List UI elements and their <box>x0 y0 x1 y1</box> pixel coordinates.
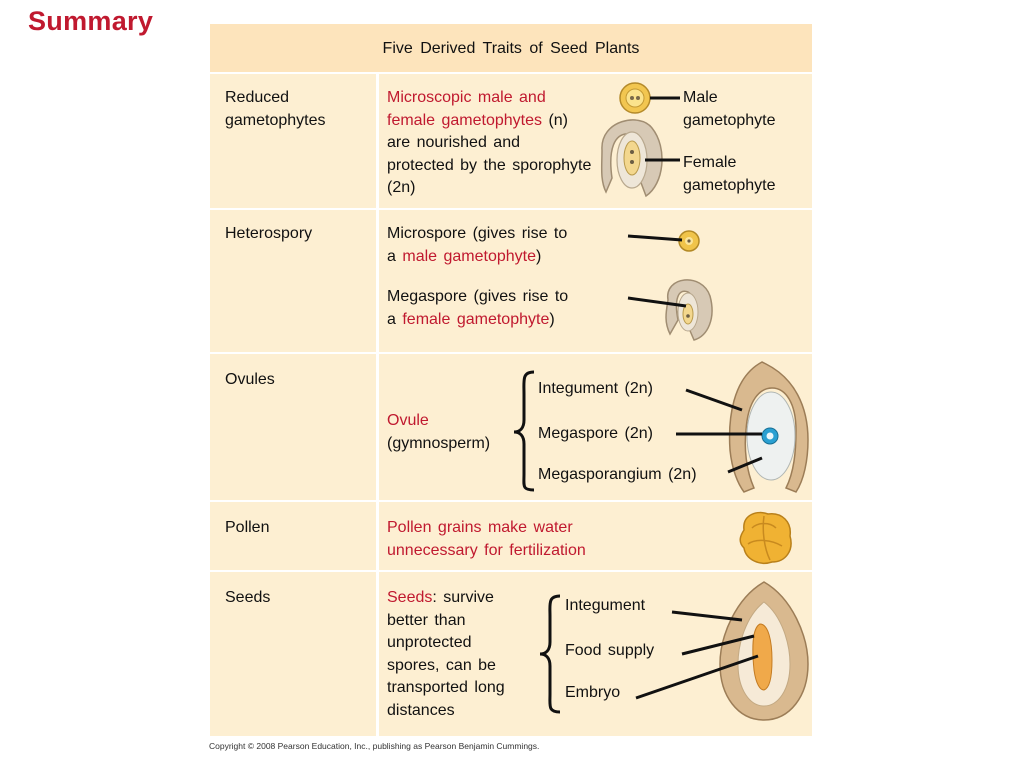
trait-description: Microscopic male and female gametophytes… <box>387 87 593 200</box>
trait-label: Ovules <box>225 371 275 388</box>
trait-description: Seeds: survive better than unprotected s… <box>387 589 505 719</box>
integument-2n-label: Integument (2n) <box>538 380 653 397</box>
male-gametophyte-label: Male gametophyte <box>683 89 776 129</box>
trait-description: Pollen grains make water unnecessary for… <box>387 519 586 559</box>
traits-table: Five Derived Traits of Seed Plants Reduc… <box>210 24 812 736</box>
trait-label: Reduced gametophytes <box>225 89 326 129</box>
seed-brace-icon <box>539 594 561 714</box>
microspore-icon <box>678 230 700 252</box>
ovule-icon <box>728 361 809 493</box>
trait-label: Pollen <box>225 519 270 536</box>
row-reduced-gametophytes: Reduced gametophytes Microscopic male an… <box>210 74 812 210</box>
megasporangium-2n-label: Megasporangium (2n) <box>538 466 697 483</box>
description-text: (n) are nourished and protected by the s… <box>387 111 592 197</box>
embryo-label: Embryo <box>565 684 621 701</box>
copyright-notice: Copyright © 2008 Pearson Education, Inc.… <box>209 741 540 751</box>
megaspore-icon <box>665 279 713 341</box>
page-title: Summary <box>28 6 154 36</box>
row-heterospory: Heterospory Microspore (gives rise to a … <box>210 210 812 354</box>
table-header: Five Derived Traits of Seed Plants <box>210 24 812 74</box>
male-gametophyte-icon <box>619 82 651 114</box>
seed-icon <box>719 581 809 721</box>
trait-label: Heterospory <box>225 225 313 242</box>
female-gametophyte-icon <box>600 119 663 198</box>
food-supply-label: Food supply <box>565 642 655 659</box>
female-gametophyte-label: Female gametophyte <box>683 154 776 194</box>
trait-label: Seeds <box>225 589 271 606</box>
megaspore-2n-label: Megaspore (2n) <box>538 425 653 442</box>
row-ovules: Ovules Ovule (gymnosperm) Integument (2n… <box>210 354 812 502</box>
trait-description: Ovule (gymnosperm) <box>387 412 491 452</box>
pollen-grain-icon <box>739 511 792 564</box>
ovule-brace-icon <box>513 370 535 492</box>
description-highlight: Microscopic male and female gametophytes <box>387 89 546 129</box>
megaspore-description: Megaspore (gives rise to a female gameto… <box>387 288 569 328</box>
table-header-title: Five Derived Traits of Seed Plants <box>382 40 640 57</box>
microspore-description: Microspore (gives rise to a male gametop… <box>387 225 568 265</box>
row-pollen: Pollen Pollen grains make water unnecess… <box>210 502 812 572</box>
row-seeds: Seeds Seeds: survive better than unprote… <box>210 572 812 736</box>
integument-label: Integument <box>565 597 646 614</box>
